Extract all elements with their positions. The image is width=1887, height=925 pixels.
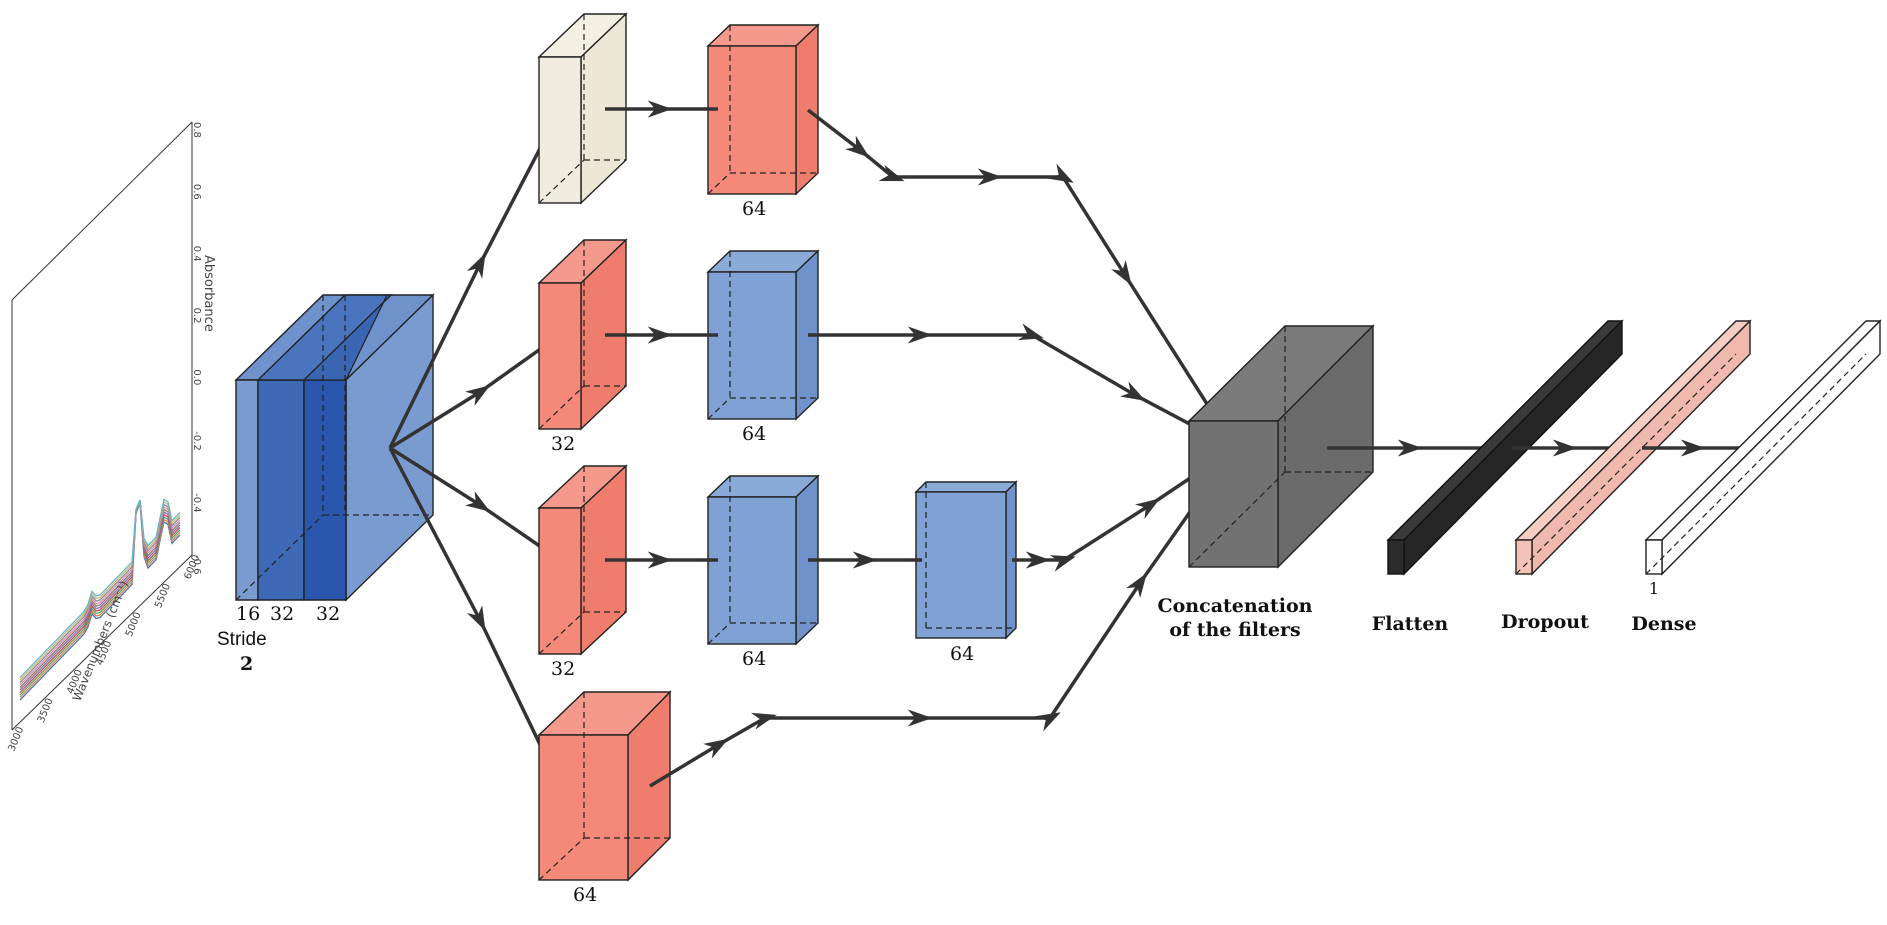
branch1-block1-cream (537, 12, 628, 205)
chart-xtick: 3500 (36, 697, 56, 725)
branch2-block1-label: 32 (551, 433, 575, 455)
chart-ytick: 0.6 (191, 184, 202, 200)
branch3-block1-salmon (537, 464, 628, 656)
dropout-label: Dropout (1501, 611, 1589, 633)
branch3-block3-label: 64 (950, 643, 974, 665)
chart-ytick: 0.0 (191, 369, 202, 385)
branch-4: 64 (537, 446, 1237, 906)
input-to-branches-edges (388, 109, 562, 787)
dense-units-label: 1 (1649, 579, 1659, 598)
spectra-lines (19, 498, 181, 701)
chart-ytick: 0.4 (191, 246, 202, 262)
branch3-block2-label: 64 (742, 648, 766, 670)
spectrum-line (19, 500, 181, 686)
concat-label-line1: Concatenation (1158, 595, 1313, 617)
branch3-block2-blue (706, 474, 820, 646)
edge-b4-to-concat (649, 446, 1237, 788)
spectrum-line (19, 499, 181, 681)
chart-xtick: 5000 (124, 611, 144, 639)
input-spectrum-chart: -0.6-0.4-0.20.00.20.40.60.8 300035004000… (7, 121, 216, 753)
branch2-block2-blue (706, 249, 820, 421)
input-depth-2: 32 (270, 603, 294, 625)
chart-ytick: 0.2 (191, 308, 202, 324)
spectrum-line (19, 498, 181, 678)
chart-ytick: -0.6 (191, 555, 202, 575)
input-conv-block: 16 32 32 Stride 2 (217, 293, 435, 675)
branch1-block2-salmon (706, 23, 820, 196)
branch-1: 64 (537, 12, 1237, 449)
input-depth-3: 32 (316, 603, 340, 625)
input-depth-1: 16 (236, 603, 260, 625)
spectrum-line (19, 500, 181, 683)
chart-top-edge (11, 121, 193, 301)
spectrum-line (19, 501, 181, 693)
stride-value: 2 (240, 653, 253, 675)
input-hidden-edge-2 (235, 514, 324, 601)
concat-label-line2: of the filters (1169, 619, 1300, 641)
branch3-block3-blue (914, 480, 1018, 640)
edge-input-branch2 (389, 333, 562, 450)
edge-b2-to-concat (808, 323, 1236, 450)
branch3-block1-label: 32 (551, 658, 575, 680)
branch4-block1-label: 64 (573, 884, 597, 906)
edge-input-branch3 (389, 446, 561, 562)
flatten-label: Flatten (1372, 613, 1449, 635)
branch1-block2-label: 64 (742, 198, 766, 220)
input-slab-3-top (302, 294, 393, 381)
stride-label: Stride (217, 629, 267, 650)
branch2-block1-salmon (537, 238, 628, 431)
branch-2: 32 64 (537, 238, 1236, 455)
chart-xtick: 5500 (153, 582, 173, 610)
chart-ylabel: Absorbance (201, 255, 216, 332)
spectrum-line (19, 500, 181, 688)
chart-y-ticks: -0.6 -0.4 -0.2 0.0 0.2 0.4 0.6 0.8 (191, 122, 202, 575)
dense-layer (1644, 319, 1882, 576)
concat-block (1187, 324, 1375, 569)
chart-bottom-axis (11, 554, 193, 731)
dropout-layer (1514, 319, 1752, 576)
chart-xtick: 3000 (7, 725, 27, 753)
chart-ytick: -0.4 (191, 493, 202, 513)
branch-3: 32 64 64 (537, 446, 1236, 680)
spectrum-line (19, 501, 181, 696)
spectrum-line (19, 502, 181, 701)
dense-label: Dense (1631, 613, 1696, 635)
edge-b1-to-concat (806, 108, 1237, 449)
edge-input-branch1 (388, 109, 562, 449)
chart-ytick: -0.2 (191, 431, 202, 451)
branch2-block2-label: 64 (742, 423, 766, 445)
edge-b3-to-concat (1012, 446, 1236, 572)
spectrum-line (19, 500, 181, 691)
input-slab-1 (235, 379, 259, 601)
input-slab-2 (257, 379, 305, 601)
spectrum-line (19, 501, 181, 698)
input-slab-3 (303, 379, 347, 601)
chart-ytick: 0.8 (191, 122, 202, 138)
branch4-block1-salmon (537, 690, 672, 882)
edge-input-branch4 (388, 447, 562, 787)
